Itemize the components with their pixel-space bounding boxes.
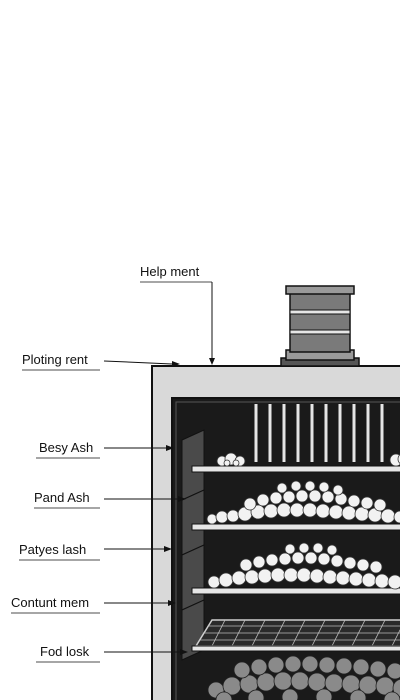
shelf-3 xyxy=(191,542,400,595)
label-left-4: Patyes lash xyxy=(19,542,86,557)
callout-top: Help ment xyxy=(140,264,215,365)
callout-5: Contunt mem xyxy=(11,595,176,614)
shelf-2 xyxy=(191,480,400,531)
chamber-inner-edge xyxy=(175,401,400,700)
shelf-2-rocks xyxy=(206,480,400,525)
label-left-2: Besy Ash xyxy=(39,440,93,455)
callout-3: Pand Ash xyxy=(34,490,186,509)
label-left-5: Contunt mem xyxy=(11,595,89,610)
chimney xyxy=(280,285,360,367)
grate-front-edge xyxy=(191,645,400,652)
chimney-body xyxy=(289,289,351,353)
shelf-1-rocks xyxy=(216,452,400,467)
label-top: Help ment xyxy=(140,264,200,279)
chimney-band-2 xyxy=(289,329,351,335)
hanging-rods xyxy=(254,404,384,462)
callout-1: Ploting rent xyxy=(22,352,180,371)
chimney-band-1 xyxy=(289,309,351,315)
shelf-3-board xyxy=(191,587,400,595)
chimney-cap xyxy=(285,285,355,295)
shelf-2-board xyxy=(191,523,400,531)
callout-6: Fod losk xyxy=(36,644,188,663)
callout-2: Besy Ash xyxy=(36,440,174,459)
callout-4: Patyes lash xyxy=(19,542,172,561)
label-left-6: Fod losk xyxy=(40,644,90,659)
label-left-1: Ploting rent xyxy=(22,352,88,367)
shelf-1 xyxy=(191,452,400,473)
bottom-rock-bed xyxy=(207,655,400,700)
label-left-3: Pand Ash xyxy=(34,490,90,505)
mesh-grate xyxy=(191,619,400,652)
side-brackets xyxy=(181,429,205,661)
shelf-3-rocks xyxy=(207,542,400,590)
shelf-1-board xyxy=(191,465,400,473)
